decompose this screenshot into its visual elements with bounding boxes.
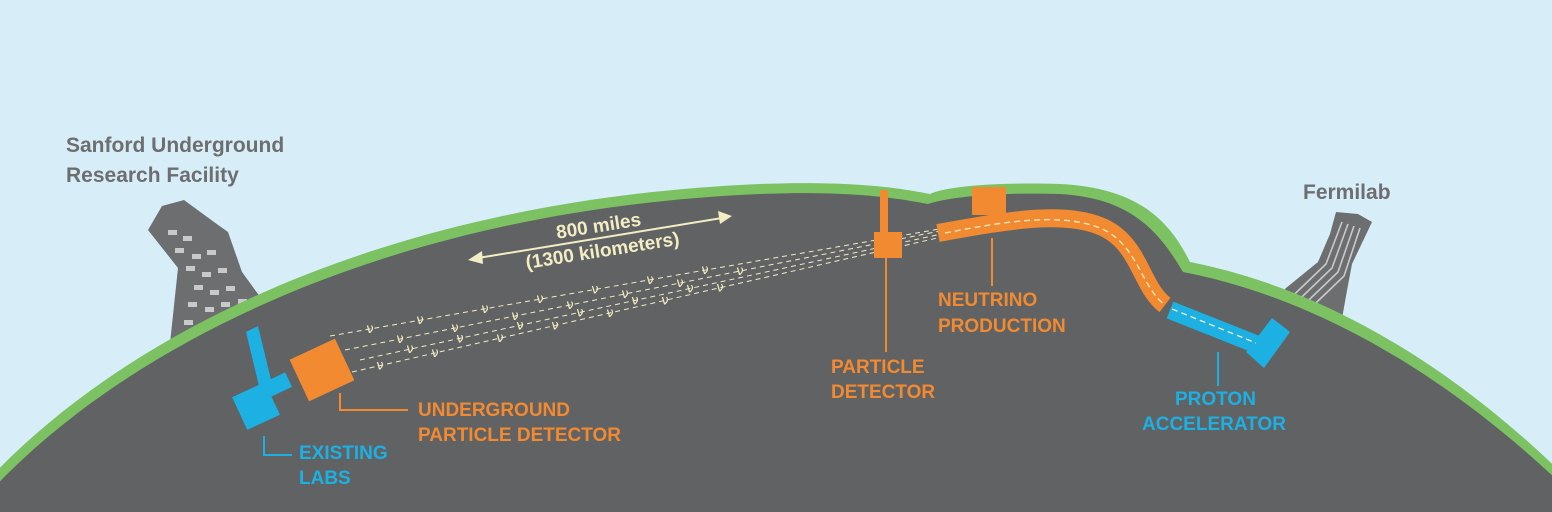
neutrino-symbol: ν — [551, 319, 558, 334]
neutrino-symbol: ν — [481, 302, 488, 317]
neutrino-symbol: ν — [416, 313, 423, 328]
neutrino-symbol: ν — [406, 342, 413, 357]
existing-labs-label-line1: EXISTING — [299, 443, 388, 464]
neutrino-symbol: ν — [376, 359, 383, 374]
neutrino-symbol: ν — [566, 298, 573, 313]
underground-detector-label-line1: UNDERGROUND — [418, 400, 570, 421]
neutrino-production — [936, 187, 1172, 313]
neutrino-symbol: ν — [591, 282, 598, 297]
neutrino-symbol: ν — [661, 293, 668, 308]
existing-labs — [232, 326, 292, 430]
neutrino-symbol: ν — [576, 305, 583, 320]
underground-detector-label-line2: PARTICLE DETECTOR — [418, 425, 621, 446]
sanford-label-line2: Research Facility — [66, 164, 239, 187]
proton-accelerator-label-line2: ACCELERATOR — [1142, 414, 1286, 435]
neutrino-symbol: ν — [396, 332, 403, 347]
neutrino-production-label-line2: PRODUCTION — [938, 316, 1066, 337]
neutrino-symbol: ν — [646, 273, 653, 288]
neutrino-symbol: ν — [431, 346, 438, 361]
particle-detector-label-line1: PARTICLE — [831, 357, 925, 378]
neutrino-symbol: ν — [511, 309, 518, 324]
neutrino-symbol: ν — [716, 281, 723, 296]
neutrino-symbol: ν — [686, 281, 693, 296]
neutrino-symbol: ν — [621, 287, 628, 302]
neutrino-symbol: ν — [701, 263, 708, 278]
neutrino-symbol: ν — [631, 293, 638, 308]
particle-detector — [874, 190, 902, 258]
neutrino-production-label-line1: NEUTRINO — [938, 290, 1037, 311]
proton-accelerator-label-line1: PROTON — [1175, 389, 1256, 410]
neutrino-beam — [329, 227, 947, 373]
neutrino-symbol: ν — [366, 322, 373, 337]
labs-leader — [263, 436, 292, 456]
sanford-label-line1: Sanford Underground — [66, 134, 284, 157]
neutrino-symbol: ν — [536, 292, 543, 307]
fermilab-label: Fermilab — [1303, 181, 1391, 204]
neutrino-symbol: ν — [456, 331, 463, 346]
earth-body — [0, 193, 1552, 512]
neutrino-symbol: ν — [676, 276, 683, 291]
neutrino-symbol: ν — [451, 321, 458, 336]
neutrino-symbol: ν — [736, 264, 743, 279]
particle-detector-label-line2: DETECTOR — [831, 382, 935, 403]
proton-accelerator — [1166, 301, 1290, 368]
underground-leader — [339, 393, 408, 411]
neutrino-symbol: ν — [496, 331, 503, 346]
underground-detector — [289, 338, 355, 402]
existing-labs-label-line2: LABS — [299, 468, 351, 489]
neutrino-symbol: ν — [516, 318, 523, 333]
neutrino-symbol: ν — [606, 306, 613, 321]
distance-arrow — [468, 211, 732, 264]
